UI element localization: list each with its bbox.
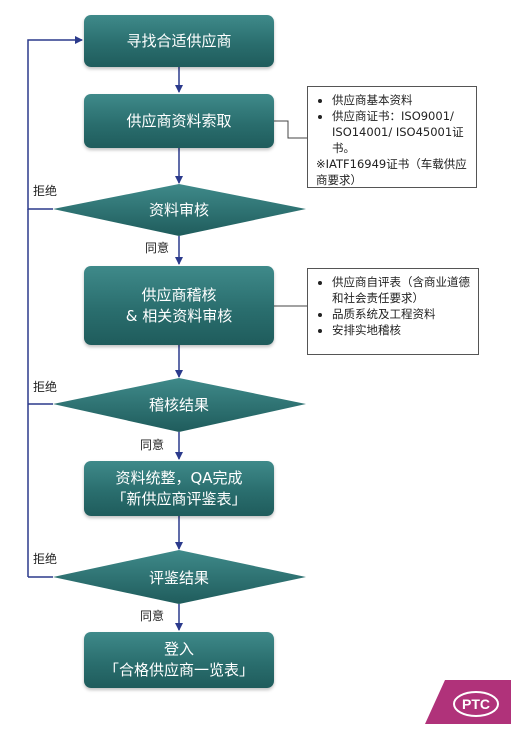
ptc-logo: PTC bbox=[425, 680, 511, 724]
note-audit-item-onsite: 安排实地稽核 bbox=[332, 322, 470, 338]
step-register: 登入 「合格供应商一览表」 bbox=[84, 632, 274, 688]
decision-diamond-review bbox=[53, 184, 306, 236]
note-audit-item-selfeval: 供应商自评表（含商业道德和社会责任要求） bbox=[332, 274, 470, 306]
step-request-materials: 供应商资料索取 bbox=[84, 94, 274, 148]
edge-reject-review: 拒绝 bbox=[33, 184, 58, 198]
step-register-line1: 登入 bbox=[163, 640, 194, 658]
step-compile-qa-line1: 资料统整，QA完成 bbox=[115, 468, 243, 487]
note-audit-item-quality: 品质系统及工程资料 bbox=[332, 306, 470, 322]
step-find-supplier: 寻找合适供应商 bbox=[84, 15, 274, 67]
note-connector-request bbox=[273, 120, 307, 139]
edge-reject-eval-result: 拒绝 bbox=[33, 552, 58, 566]
step-supplier-audit: 供应商稽核 & 相关资料审核 bbox=[84, 266, 274, 345]
note-request-item-basic: 供应商基本资料 bbox=[332, 92, 468, 108]
reject-loop-line bbox=[27, 36, 83, 578]
step-register-line2: 「合格供应商一览表」 bbox=[103, 661, 254, 679]
edge-agree-eval-result: 同意 bbox=[140, 609, 165, 623]
step-request-materials-label: 供应商资料索取 bbox=[126, 111, 232, 130]
step-compile-qa: 资料统整，QA完成 「新供应商评鉴表」 bbox=[84, 461, 274, 516]
edge-reject-audit-result: 拒绝 bbox=[33, 380, 58, 394]
step-compile-qa-line2: 「新供应商评鉴表」 bbox=[111, 489, 247, 508]
decision-diamond-audit-result bbox=[53, 378, 306, 432]
note-request-item-cert: 供应商证书：ISO9001/ ISO14001/ ISO45001证书。 bbox=[332, 108, 468, 156]
step-supplier-audit-line1: 供应商稽核 bbox=[141, 285, 217, 304]
step-find-supplier-label: 寻找合适供应商 bbox=[126, 31, 232, 50]
note-supplier-audit: 供应商自评表（含商业道德和社会责任要求） 品质系统及工程资料 安排实地稽核 bbox=[307, 268, 479, 355]
decision-diamond-eval-result bbox=[53, 550, 306, 604]
ptc-logo-text: PTC bbox=[462, 696, 490, 712]
decision-audit-result-label: 稽核结果 bbox=[148, 396, 209, 414]
decision-review-label: 资料审核 bbox=[148, 201, 209, 219]
edge-agree-review: 同意 bbox=[145, 241, 170, 255]
step-supplier-audit-line2: & 相关资料审核 bbox=[125, 306, 233, 325]
decision-eval-result-label: 评鉴结果 bbox=[148, 569, 209, 587]
note-request-iatf: ※IATF16949证书（车载供应商要求） bbox=[316, 157, 467, 187]
note-request-materials: 供应商基本资料 供应商证书：ISO9001/ ISO14001/ ISO4500… bbox=[307, 86, 477, 188]
edge-agree-audit-result: 同意 bbox=[140, 438, 165, 452]
